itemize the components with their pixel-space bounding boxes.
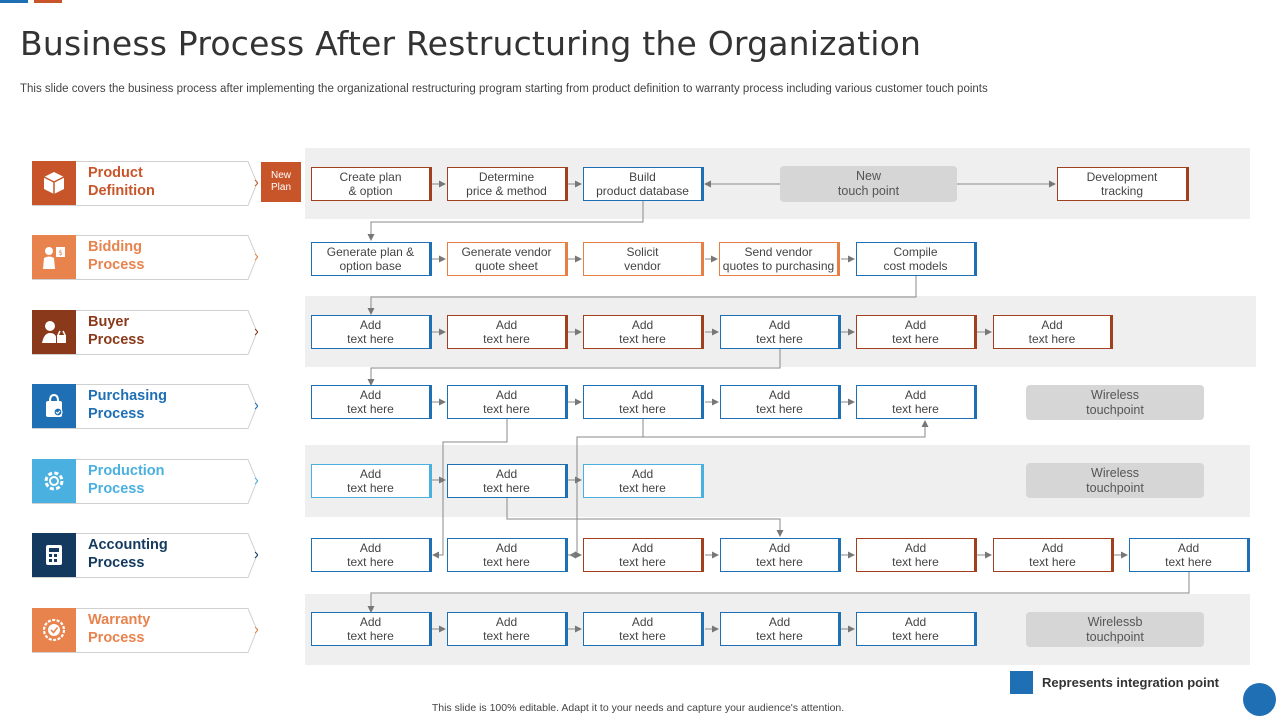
accounting-step-7: Add text here: [1129, 538, 1250, 572]
shopping-bag-icon: [32, 384, 76, 428]
determine-price-box: Determine price & method: [447, 167, 568, 201]
production-step-1: Add text here: [311, 464, 432, 498]
legend-label: Represents integration point: [1042, 675, 1219, 690]
purchasing-step-4: Add text here: [720, 385, 841, 419]
stage-1: Product Definition: [32, 161, 258, 206]
production-step-2: Add text here: [447, 464, 568, 498]
purchasing-step-1: Add text here: [311, 385, 432, 419]
accounting-step-4: Add text here: [720, 538, 841, 572]
footer-note: This slide is 100% editable. Adapt it to…: [431, 702, 845, 714]
wireless-touchpoint-production: Wireless touchpoint: [1026, 463, 1204, 498]
accounting-step-2: Add text here: [447, 538, 568, 572]
warranty-step-2: Add text here: [447, 612, 568, 646]
purchasing-step-3: Add text here: [583, 385, 704, 419]
compile-cost-models-box: Compile cost models: [856, 242, 977, 276]
purchasing-step-5: Add text here: [856, 385, 977, 419]
cube-icon: [32, 161, 76, 205]
buyer-step-1: Add text here: [311, 315, 432, 349]
warranty-step-4: Add text here: [720, 612, 841, 646]
stage-label: Warranty Process: [88, 612, 151, 646]
production-step-3: Add text here: [583, 464, 704, 498]
wireless-touchpoint-warranty: Wirelessb touchpoint: [1026, 612, 1204, 647]
calculator-icon: [32, 533, 76, 577]
legend-swatch: [1010, 671, 1033, 694]
stage-3: Buyer Process: [32, 310, 258, 355]
generate-vendor-quote-box: Generate vendor quote sheet: [447, 242, 568, 276]
accounting-step-1: Add text here: [311, 538, 432, 572]
create-plan-box: Create plan & option: [311, 167, 432, 201]
stage-label: Buyer Process: [88, 314, 145, 348]
page-title: Business Process After Restructuring the…: [20, 24, 922, 63]
corner-decoration: [1243, 683, 1276, 716]
new-plan-tag: New Plan: [261, 162, 301, 202]
buyer-step-2: Add text here: [447, 315, 568, 349]
new-touch-point: New touch point: [780, 166, 957, 202]
stage-label: Purchasing Process: [88, 388, 167, 422]
buyer-step-3: Add text here: [583, 315, 704, 349]
development-tracking-box: Development tracking: [1057, 167, 1189, 201]
warranty-step-3: Add text here: [583, 612, 704, 646]
stage-4: Purchasing Process: [32, 384, 258, 429]
accounting-step-3: Add text here: [583, 538, 704, 572]
stage-label: Product Definition: [88, 165, 155, 199]
person-presenting-icon: $: [32, 235, 76, 279]
warranty-step-1: Add text here: [311, 612, 432, 646]
stage-label: Accounting Process: [88, 537, 168, 571]
shopping-basket-user-icon: [32, 310, 76, 354]
svg-text:$: $: [58, 249, 62, 257]
top-accent-orange: [34, 0, 62, 3]
stage-6: Accounting Process: [32, 533, 258, 578]
generate-plan-box: Generate plan & option base: [311, 242, 432, 276]
warranty-step-5: Add text here: [856, 612, 977, 646]
buyer-step-5: Add text here: [856, 315, 977, 349]
accounting-step-6: Add text here: [993, 538, 1114, 572]
build-database-box: Build product database: [583, 167, 704, 201]
stage-label: Bidding Process: [88, 239, 145, 273]
stage-7: Warranty Process: [32, 608, 258, 653]
page-subtitle: This slide covers the business process a…: [20, 83, 988, 95]
accounting-step-5: Add text here: [856, 538, 977, 572]
wireless-touchpoint-purchasing: Wireless touchpoint: [1026, 385, 1204, 420]
stage-label: Production Process: [88, 463, 165, 497]
buyer-step-4: Add text here: [720, 315, 841, 349]
warranty-badge-icon: [32, 608, 76, 652]
solicit-vendor-box: Solicit vendor: [583, 242, 704, 276]
send-vendor-quotes-box: Send vendor quotes to purchasing: [719, 242, 840, 276]
buyer-step-6: Add text here: [993, 315, 1113, 349]
stage-5: Production Process: [32, 459, 258, 504]
gear-icon: [32, 459, 76, 503]
top-accent-blue: [0, 0, 28, 3]
stage-2: $ Bidding Process: [32, 235, 258, 280]
purchasing-step-2: Add text here: [447, 385, 568, 419]
